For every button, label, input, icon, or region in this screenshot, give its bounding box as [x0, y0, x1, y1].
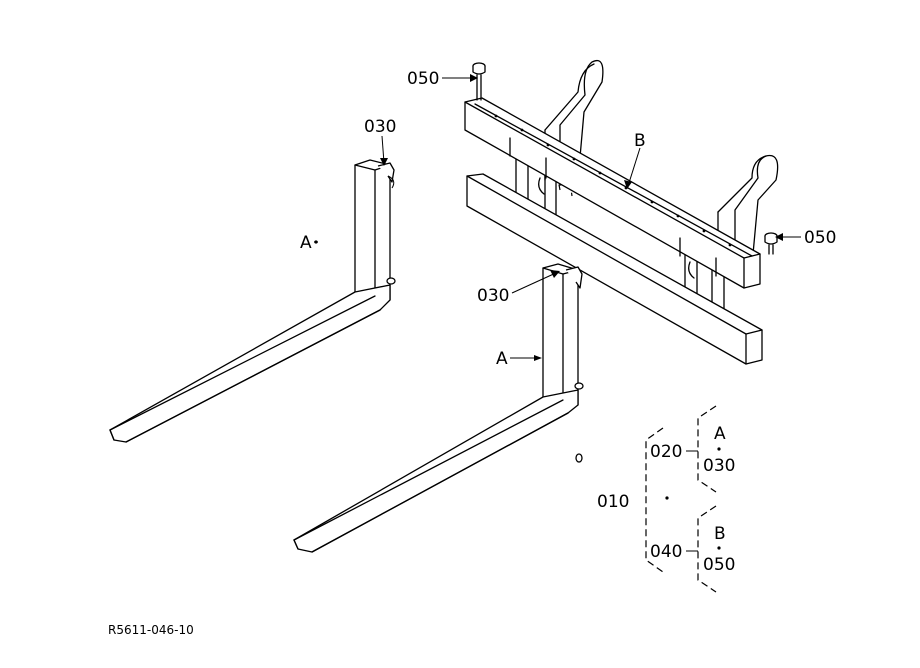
- label-bolt-top: 050: [407, 69, 439, 89]
- legend-group-a-letter: A: [714, 424, 726, 444]
- legend-group-b-letter: B: [714, 524, 726, 544]
- label-bolt-right: 050: [804, 228, 836, 248]
- legend-group-b-part: 050: [703, 555, 735, 575]
- legend-group-a-part: 030: [703, 456, 735, 476]
- figure-code: R5611-046-10: [108, 623, 194, 637]
- label-frame: B: [634, 131, 646, 151]
- fork-left: [109, 159, 396, 443]
- legend-group-b: 040: [650, 542, 682, 562]
- fork-right: [293, 263, 584, 553]
- legend-root: 010: [597, 492, 629, 512]
- label-stopper-right: 030: [477, 286, 509, 306]
- bolt-right-icon: [764, 232, 778, 255]
- legend-group-a: 020: [650, 442, 682, 462]
- bolt-top-icon: [472, 62, 486, 101]
- parts-legend: 010 020 A 030 040 B 050: [597, 405, 735, 593]
- fork-frame: [464, 59, 779, 365]
- callout-lines: [314, 74, 801, 361]
- rail-holes: [494, 114, 732, 247]
- label-fork-right: A: [496, 349, 508, 369]
- label-fork-left: A: [300, 233, 312, 253]
- label-stopper-left: 030: [364, 117, 396, 137]
